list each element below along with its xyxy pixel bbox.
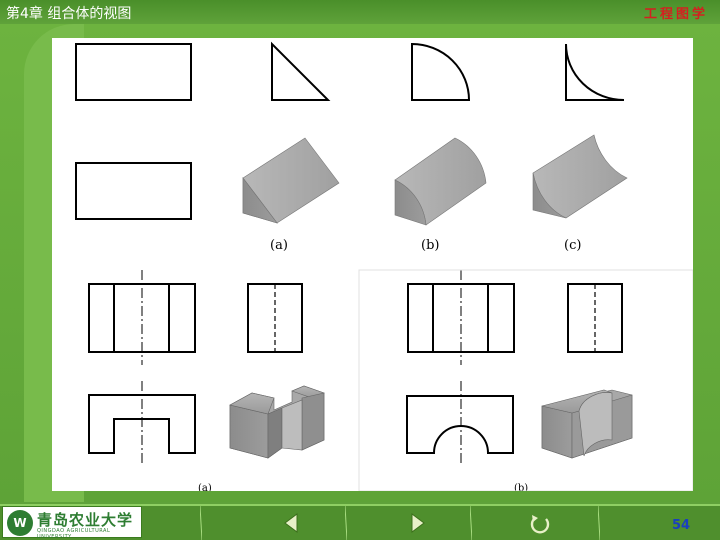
- bottom-a-top-view: [88, 394, 196, 454]
- caption-b: (b): [421, 238, 439, 253]
- drawing-canvas: (a) (b) (c): [75, 41, 693, 491]
- divider: [200, 506, 202, 540]
- solid-u-block: [229, 385, 325, 459]
- divider: [345, 506, 347, 540]
- caption-bottom-a: (a): [198, 483, 212, 491]
- chapter-title: 第4章 组合体的视图: [6, 6, 132, 22]
- solid-concave-wedge: [532, 134, 628, 219]
- title-bar: 第4章 组合体的视图 工程图学: [0, 0, 720, 24]
- refresh-icon: [530, 515, 550, 534]
- solid-quarter-cylinder: [394, 137, 487, 226]
- next-slide-button[interactable]: [398, 510, 438, 536]
- logo-subtitle: QINGDAO AGRICULTURAL UNIVERSITY: [37, 528, 111, 540]
- logo-emblem-icon: W: [7, 510, 33, 536]
- caption-backing: [87, 482, 207, 491]
- figure-frame: [358, 269, 693, 491]
- page-number: 54: [672, 518, 691, 533]
- refresh-button[interactable]: [520, 510, 560, 536]
- view-concave-curve: [565, 43, 625, 101]
- caption-a: (a): [270, 238, 288, 253]
- divider: [598, 506, 600, 540]
- caption-bottom-b: (b): [514, 483, 528, 491]
- slide-content: (a) (b) (c): [52, 38, 693, 491]
- bottom-b-top-view: [406, 395, 514, 454]
- solid-triangular-prism: [242, 137, 340, 224]
- prev-slide-button[interactable]: [275, 510, 315, 536]
- solid-arch-block: [541, 389, 633, 459]
- divider: [470, 506, 472, 540]
- view-rectangle-a: [75, 43, 192, 101]
- logo-text: 青岛农业大学: [37, 511, 134, 529]
- view-rectangle-front: [75, 162, 192, 220]
- caption-c: (c): [564, 238, 581, 253]
- view-triangle-b: [271, 41, 331, 101]
- course-brand: 工程图学: [643, 7, 708, 22]
- prev-arrow-icon: [284, 513, 298, 533]
- next-arrow-icon: [411, 513, 425, 533]
- view-quarter-circle: [411, 42, 471, 101]
- university-logo: W 青岛农业大学 QINGDAO AGRICULTURAL UNIVERSITY: [2, 506, 142, 540]
